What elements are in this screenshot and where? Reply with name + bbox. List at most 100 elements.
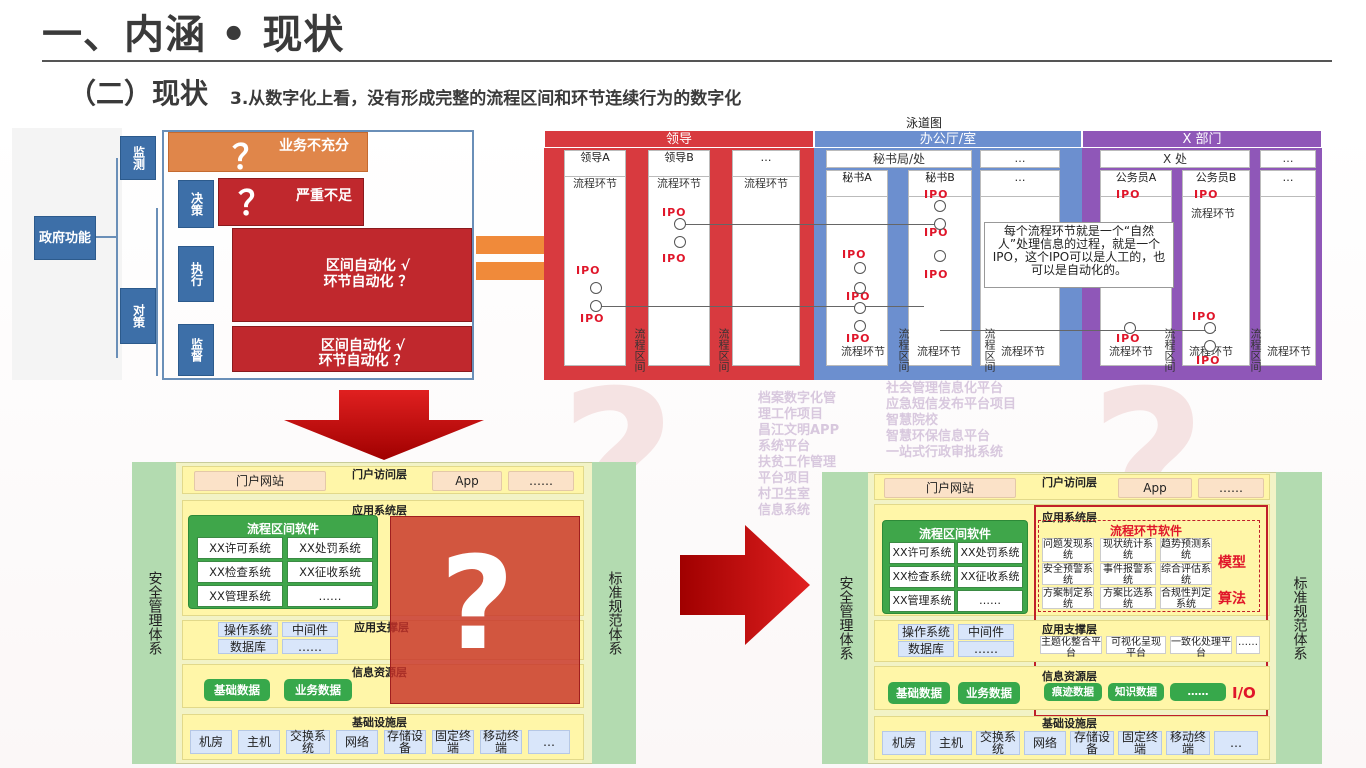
platform-item: 一致化处理平台 [1170, 636, 1232, 659]
algorithm-label: 算法 [1218, 591, 1246, 607]
sub-header: 秘书局/处 [826, 150, 972, 168]
portal-more: …… [1198, 478, 1264, 498]
ipo-label: IPO [924, 188, 949, 201]
support-item: 数据库 [898, 641, 954, 657]
infra-item: 存储设备 [1070, 731, 1114, 755]
app-item: App [432, 471, 502, 491]
system-item: …… [957, 590, 1023, 612]
layer-title: 信息资源层 [1042, 670, 1097, 683]
ipo-label: IPO [1194, 188, 1219, 201]
step-item: 方案制定系统 [1042, 587, 1094, 610]
supervise-text-1: 区间自动化 √ [320, 338, 406, 354]
support-item: …… [958, 641, 1014, 657]
layer-title: 基础设施层 [352, 716, 407, 729]
step-item: 事件报警系统 [1100, 563, 1156, 586]
gov-function-box: 政府功能 [34, 216, 96, 260]
portal-more: …… [508, 471, 574, 491]
step-label: 流程环节 [1267, 345, 1311, 358]
step-item: 方案比选系统 [1100, 587, 1156, 610]
decide-problem-area [218, 178, 364, 226]
role-column: 公务员B [1182, 170, 1250, 366]
page-title: 一、内涵 • 现状 [42, 12, 345, 58]
process-node [674, 218, 686, 230]
platform-item: …… [1236, 636, 1260, 654]
process-node [674, 236, 686, 248]
step-item: 综合评估系统 [1160, 563, 1212, 586]
process-node [934, 200, 946, 212]
orange-arrow-icon [476, 253, 562, 289]
layer-title: 门户访问层 [352, 468, 407, 481]
ipo-label: IPO [576, 264, 601, 277]
layer-title: 应用支撑层 [1042, 623, 1097, 636]
process-node [1204, 340, 1216, 352]
infra-item: 交换系统 [286, 730, 330, 754]
swimlane-diagram: 领导 办公厅/室 X 部门 秘书局/处 … X 处 … 领导A 领导B … 秘书… [544, 130, 1322, 380]
infra-item: 机房 [882, 731, 926, 755]
system-item: XX处罚系统 [287, 537, 373, 559]
ipo-label: IPO [1116, 332, 1141, 345]
monitor-box: 监测 [120, 136, 156, 180]
step-item: 问题发现系统 [1042, 538, 1094, 562]
process-node [854, 320, 866, 332]
infra-item: 移动终端 [480, 730, 522, 754]
ipo-label: IPO [662, 252, 687, 265]
execute-box: 执行 [178, 246, 214, 302]
system-item: XX征收系统 [287, 561, 373, 583]
layer-title: 门户访问层 [1042, 476, 1097, 489]
process-node [934, 218, 946, 230]
layer-title: 基础设施层 [1042, 717, 1097, 730]
lane-header: 领导 [544, 130, 814, 148]
question-icon: ？ [232, 138, 266, 178]
process-node [854, 302, 866, 314]
ipo-label: IPO [842, 248, 867, 261]
step-item: 现状统计系统 [1100, 538, 1156, 562]
question-icon: ？ [238, 184, 272, 224]
ipo-label: IPO [1116, 188, 1141, 201]
infra-item: … [1214, 731, 1258, 755]
role-column: … [732, 150, 800, 366]
infra-item: 网络 [1024, 731, 1066, 755]
platform-item: 可视化呈现平台 [1106, 636, 1166, 659]
interval-label: 流程区间 [897, 328, 910, 372]
step-label: 流程环节 [573, 177, 617, 190]
data-item: 基础数据 [204, 679, 270, 701]
security-system: 安全管理体系 [822, 472, 868, 764]
data-item: 知识数据 [1108, 683, 1164, 701]
portal-item: 门户网站 [884, 478, 1016, 498]
support-item: 操作系统 [218, 622, 278, 637]
model-label: 模型 [1218, 555, 1246, 571]
lane-header: X 部门 [1082, 130, 1322, 148]
layer-title: 应用系统层 [352, 504, 407, 517]
step-label: 流程环节 [841, 345, 885, 358]
interval-label: 流程区间 [1163, 328, 1176, 372]
data-item: 业务数据 [958, 682, 1020, 704]
title-divider [42, 60, 1332, 62]
missing-capability-block [390, 516, 580, 704]
execute-text-2: 环节自动化 ？ [323, 274, 413, 290]
step-label: 流程环节 [1001, 345, 1045, 358]
down-arrow-icon [284, 390, 484, 460]
question-icon: ? [440, 530, 515, 679]
strategy-box: 对策 [120, 288, 156, 344]
interval-label: 流程区间 [1249, 328, 1262, 372]
system-item: XX检查系统 [889, 566, 955, 588]
io-label: I/O [1232, 684, 1256, 702]
role-column: … [1260, 170, 1316, 366]
decide-box: 决策 [178, 180, 214, 228]
step-label: 流程环节 [657, 177, 701, 190]
step-software-panel [1038, 520, 1260, 612]
step-label: 流程环节 [744, 177, 788, 190]
function-diagram: 政府功能 监测 对策 决策 执行 监督 ？ 业务不充分 ？ 严重不足 区间自动化… [12, 128, 482, 380]
data-item: 业务数据 [284, 679, 352, 701]
role-column: 领导B [648, 150, 710, 366]
step-label: 流程环节 [1109, 345, 1153, 358]
supervise-text-2: 环节自动化 ？ [318, 353, 408, 369]
ipo-label: IPO [924, 268, 949, 281]
system-item: XX征收系统 [957, 566, 1023, 588]
ipo-label: IPO [846, 290, 871, 303]
support-item: 操作系统 [898, 624, 954, 640]
platform-item: 主题化整合平台 [1040, 636, 1102, 659]
ipo-label: IPO [662, 206, 687, 219]
infra-item: 固定终端 [432, 730, 474, 754]
process-node [854, 282, 866, 294]
